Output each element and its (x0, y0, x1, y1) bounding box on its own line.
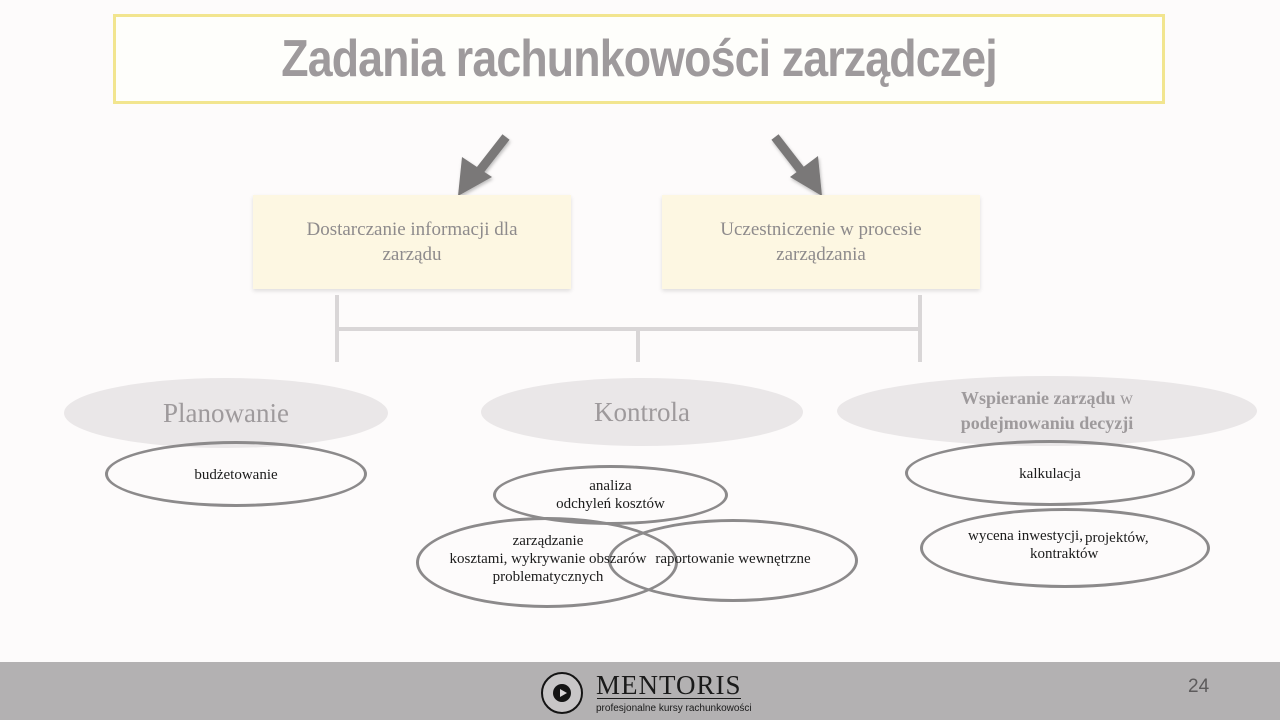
arrow-left-icon (458, 134, 510, 196)
page-number: 24 (1188, 676, 1210, 697)
category-support-w: w (1120, 388, 1133, 408)
title-box: Zadania rachunkowości zarządczej (113, 14, 1165, 104)
subtask-valuation-a: wycena inwestycji, (968, 528, 1083, 544)
subtask-budgeting: budżetowanie (105, 441, 367, 507)
subtask-variance-line2: odchyleń kosztów (556, 496, 665, 512)
subtask-valuation-b: projektów, (1085, 530, 1149, 546)
task-provide-information: Dostarczanie informacji dla zarządu (253, 195, 571, 289)
subtask-budgeting-label: budżetowanie (194, 467, 278, 483)
task-participate-management-label: Uczestniczenie w procesie zarządzania (720, 219, 922, 265)
subtask-cost-line3: problematycznych (492, 569, 604, 585)
brand-name: MENTORIS (596, 670, 742, 700)
slide-title: Zadania rachunkowości zarządczej (281, 30, 997, 88)
category-support-rest: podejmowaniu decyzji (960, 413, 1134, 433)
category-control: Kontrola (481, 378, 803, 446)
task-participate-management: Uczestniczenie w procesie zarządzania (662, 195, 980, 289)
subtask-costing-label: kalkulacja (1019, 466, 1081, 482)
subtask-cost-line1: zarządzanie (512, 533, 584, 549)
brand-tagline: profesjonalne kursy rachunkowości (596, 703, 752, 714)
category-support-bold: Wspieranie zarządu (961, 388, 1116, 408)
category-decision-support: Wspieranie zarządu w podejmowaniu decyzj… (837, 376, 1257, 446)
category-planning-label: Planowanie (163, 397, 289, 428)
subtask-costing: kalkulacja (905, 440, 1195, 506)
arrow-right-icon (771, 134, 822, 196)
footer-bar (0, 662, 1280, 720)
subtask-valuation-c: kontraktów (1030, 546, 1099, 562)
task-provide-information-label: Dostarczanie informacji dla zarządu (306, 219, 518, 265)
play-icon (553, 684, 571, 702)
brand-underline (597, 698, 741, 699)
subtask-variance-analysis: analiza odchyleń kosztów (493, 465, 728, 525)
category-control-label: Kontrola (594, 396, 690, 427)
subtask-cost-line2: kosztami, wykrywanie obszarów (449, 551, 647, 567)
bracket-connector (335, 295, 922, 362)
subtask-variance-line1: analiza (589, 478, 632, 494)
subtask-internal-reporting-text: raportowanie wewnętrzne (655, 551, 811, 567)
subtask-valuation (920, 508, 1210, 588)
subtask-cost-management-text: zarządzanie kosztami, wykrywanie obszaró… (420, 532, 676, 586)
category-planning: Planowanie (64, 378, 388, 448)
subtask-internal-reporting (608, 519, 858, 602)
